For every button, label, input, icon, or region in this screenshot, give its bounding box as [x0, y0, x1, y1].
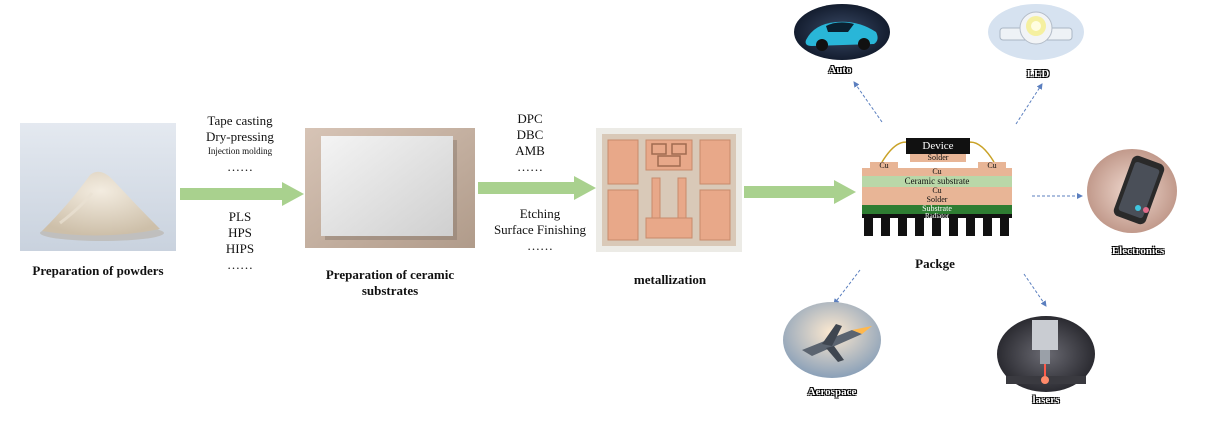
application-label-auto: Auto [828, 64, 852, 76]
metallized-substrate-image [596, 128, 742, 252]
stage-label-powders: Preparation of powders [32, 263, 164, 278]
method-hps: HPS [228, 225, 252, 240]
lasers-image [996, 314, 1096, 394]
layer-device: Device [922, 140, 954, 152]
method-hips: HIPS [225, 241, 255, 256]
auto-image [792, 2, 892, 62]
method-surface-finishing: Surface Finishing [493, 222, 587, 237]
stage-label-substrates-line1: Preparation of ceramic [325, 267, 455, 282]
layer-radiator: Radiator [924, 212, 950, 220]
metallization-methods-top: DPC DBC AMB …… [480, 111, 580, 175]
method-amb: AMB [515, 143, 545, 158]
method-ellipsis: …… [517, 159, 543, 174]
method-ellipsis: …… [227, 257, 253, 272]
method-pls: PLS [228, 209, 252, 224]
led-image [986, 2, 1086, 62]
forming-methods-top: Tape casting Dry-pressing Injection mold… [190, 113, 290, 175]
application-connectors [833, 81, 1083, 307]
application-label-lasers: lasers [1032, 394, 1060, 406]
method-ellipsis: …… [527, 238, 553, 253]
layer-cu-left: Cu [879, 161, 889, 170]
package-stack: Device Solder Cu Cu Cu Ceramic substrate… [860, 130, 1016, 240]
method-dbc: DBC [516, 127, 544, 142]
method-dpc: DPC [517, 111, 543, 126]
flow-arrow-3 [744, 180, 856, 204]
layer-cu-mid: Cu [932, 167, 942, 176]
aerospace-image [782, 300, 882, 380]
layer-solder-top: Solder [927, 153, 949, 162]
method-etching: Etching [519, 206, 561, 221]
stage-label-metallization: metallization [633, 272, 707, 287]
flow-arrow-2 [478, 176, 596, 200]
stage-label-substrates: Preparation of ceramic substrates [300, 267, 480, 299]
powder-image [20, 123, 176, 251]
method-ellipsis: …… [227, 159, 253, 174]
method-tape-casting: Tape casting [207, 113, 273, 128]
layer-substrate: Substrate [922, 204, 952, 213]
metallization-methods-bottom: Etching Surface Finishing …… [478, 206, 602, 254]
application-label-electronics: Electronics [1111, 245, 1165, 257]
forming-methods-bottom: PLS HPS HIPS …… [190, 209, 290, 273]
layer-cu-right: Cu [987, 161, 997, 170]
stage-label-substrates-line2: substrates [361, 283, 419, 298]
method-injection-molding: Injection molding [207, 146, 273, 156]
method-dry-pressing: Dry-pressing [206, 129, 274, 144]
layer-ceramic-substrate: Ceramic substrate [904, 176, 970, 186]
stage-label-package: Packge [915, 256, 955, 271]
ceramic-substrate-image [305, 128, 475, 248]
layer-cu-bottom: Cu [932, 186, 942, 195]
flow-arrow-1 [180, 182, 304, 206]
application-label-led: LED [1026, 68, 1050, 80]
electronics-image [1086, 148, 1178, 234]
application-label-aerospace: Aerospace [807, 386, 857, 398]
layer-solder-bottom: Solder [926, 195, 948, 204]
